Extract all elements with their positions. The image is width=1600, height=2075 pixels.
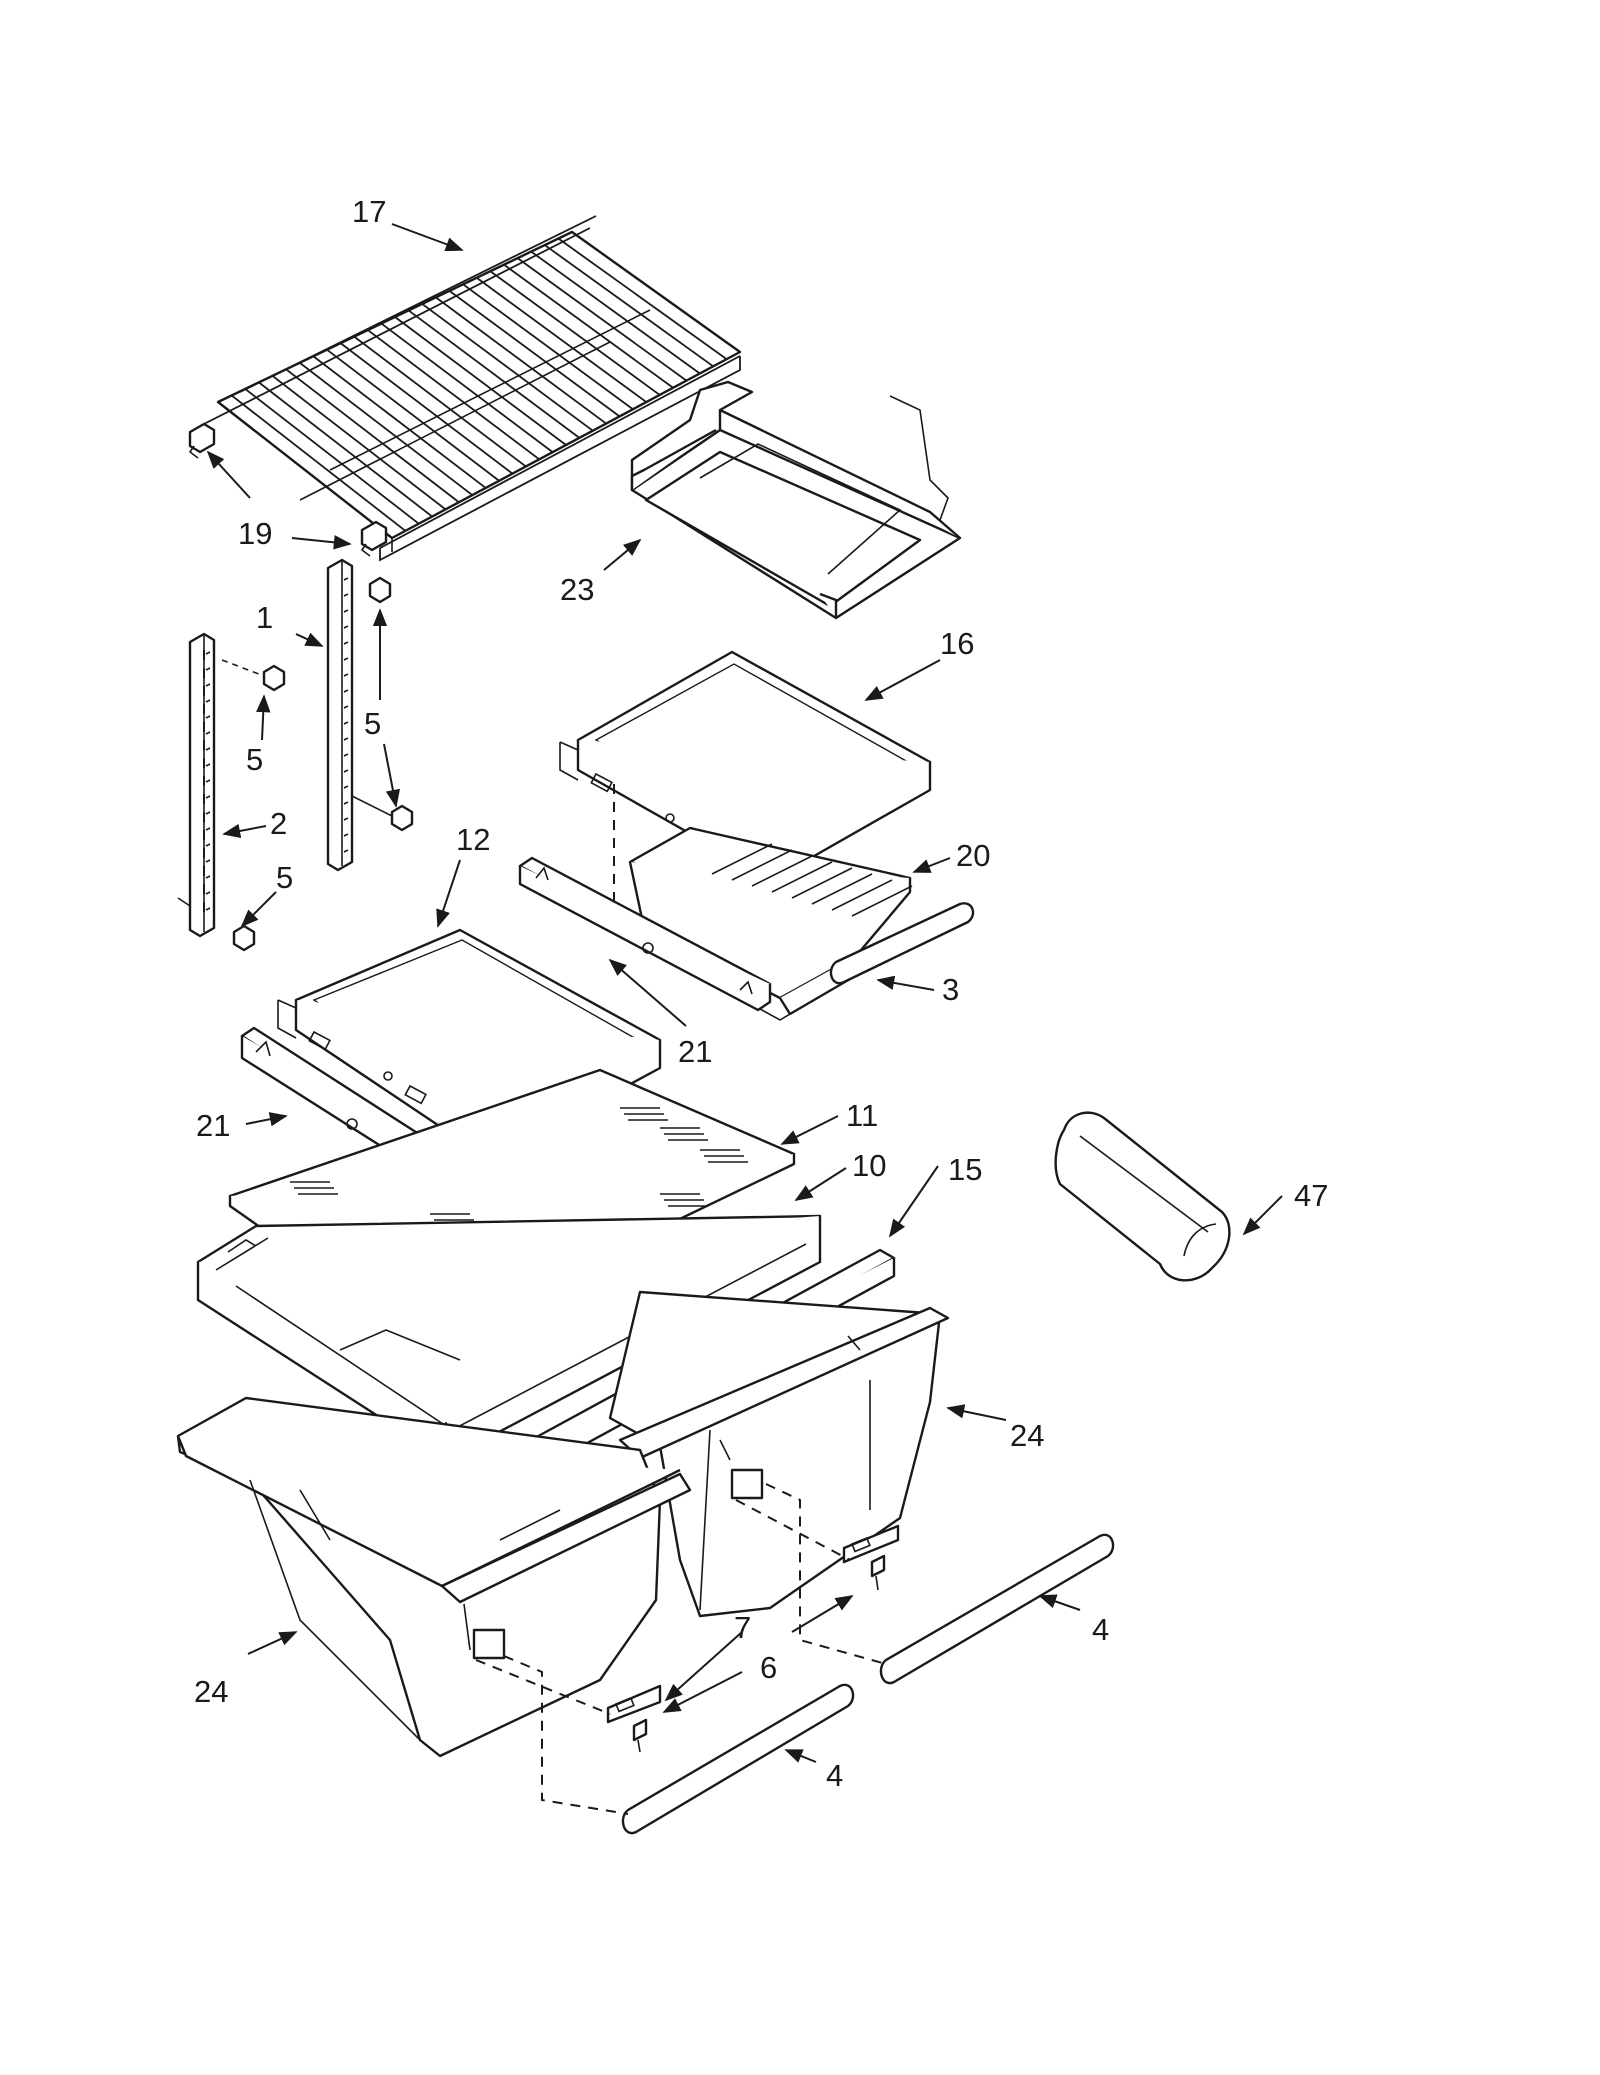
- callout-1: 1: [256, 600, 273, 635]
- callout-7: 7: [734, 1610, 751, 1645]
- alignment-lines: [203, 650, 887, 1815]
- callout-47: 47: [1294, 1178, 1328, 1213]
- callout-4: 4: [1092, 1612, 1109, 1647]
- callout-10: 10: [852, 1148, 886, 1183]
- callout-21: 21: [678, 1034, 712, 1069]
- crisper-drawer-left: [176, 1396, 692, 1758]
- drawer-slide: [842, 1524, 900, 1564]
- drawer-rail: [621, 1683, 855, 1835]
- drawer-roller: [870, 1554, 886, 1591]
- callout-12: 12: [456, 822, 490, 857]
- drawer-roller: [632, 1718, 648, 1753]
- shelf-end-cap: [188, 422, 216, 459]
- callout-labels: 17 19 1 5 5 2 5 23 16 12 20 3 21 21 11 1…: [194, 194, 1328, 1793]
- crisper-drawer-right: [608, 1290, 950, 1618]
- callout-11: 11: [846, 1098, 878, 1133]
- shelf-end-cap: [360, 520, 388, 557]
- callout-16: 16: [940, 626, 974, 661]
- callout-6: 6: [760, 1650, 777, 1685]
- callout-5: 5: [364, 706, 381, 741]
- callout-21: 21: [196, 1108, 230, 1143]
- wire-shelf: [199, 215, 742, 562]
- callout-24: 24: [1010, 1418, 1044, 1453]
- callout-24: 24: [194, 1674, 228, 1709]
- callout-3: 3: [942, 972, 959, 1007]
- callout-19: 19: [238, 516, 272, 551]
- trim-piece: [1054, 1111, 1231, 1282]
- callout-4: 4: [826, 1758, 843, 1793]
- callout-17: 17: [352, 194, 386, 229]
- callout-23: 23: [560, 572, 594, 607]
- drawer-rail: [879, 1533, 1115, 1685]
- shelf-ladder-left: [177, 632, 216, 938]
- shelf-ladder-right: [326, 558, 354, 872]
- callout-2: 2: [270, 806, 287, 841]
- callout-5: 5: [276, 860, 293, 895]
- dairy-bin: [630, 380, 962, 620]
- screw: [351, 795, 414, 832]
- screw: [221, 659, 286, 692]
- cover-frame-upper: [518, 856, 772, 1012]
- callout-20: 20: [956, 838, 990, 873]
- drawer-slide: [606, 1684, 662, 1724]
- screw: [232, 924, 256, 952]
- drawer-trim: [829, 902, 975, 985]
- callout-5: 5: [246, 742, 263, 777]
- callout-15: 15: [948, 1152, 982, 1187]
- screw: [368, 576, 392, 604]
- leader-lines: [206, 223, 1283, 1763]
